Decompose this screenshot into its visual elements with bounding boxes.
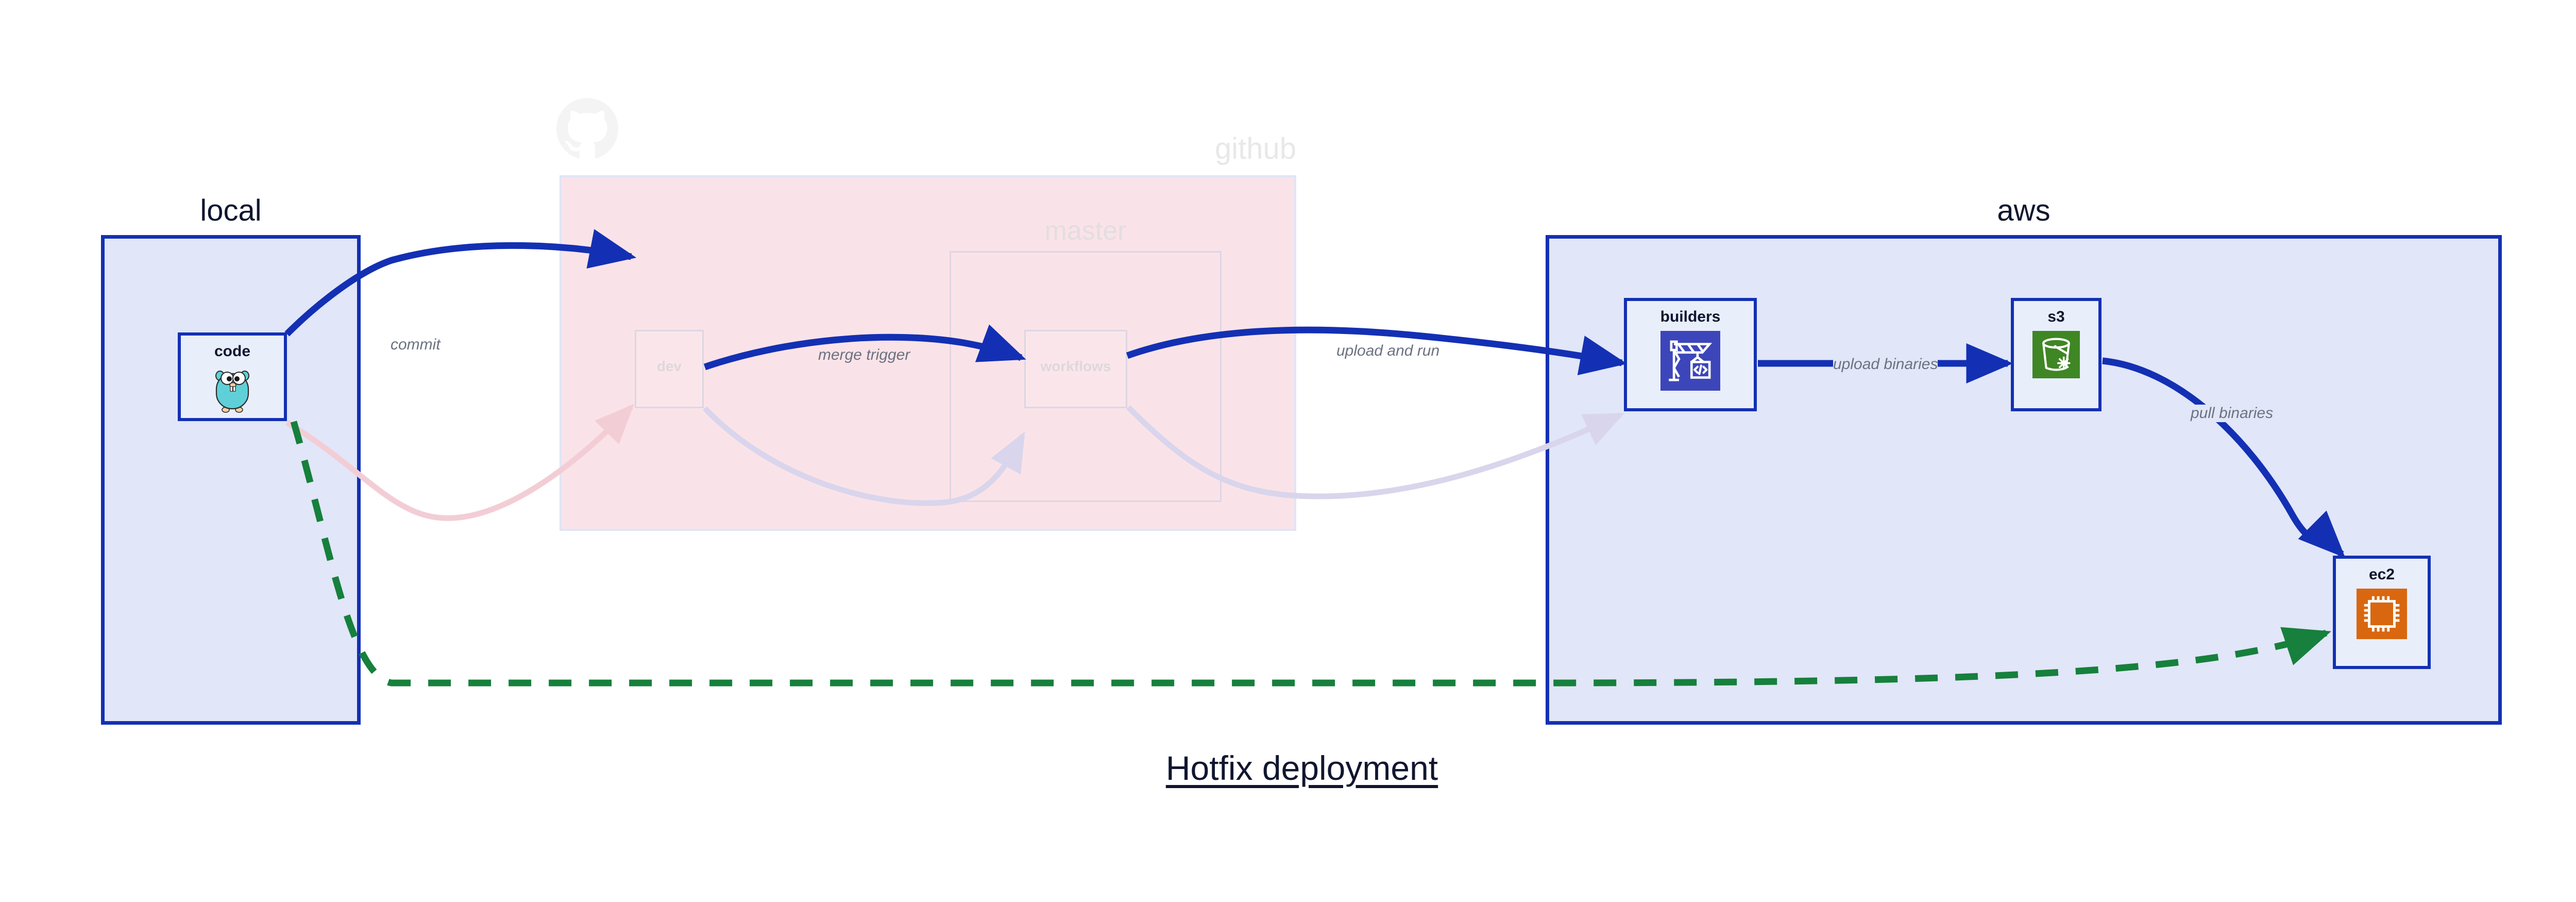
node-code-label: code [214,343,251,360]
cluster-master-label: master [1044,216,1127,246]
cluster-aws-label: aws [1997,194,2050,227]
node-dev[interactable]: dev [635,330,704,408]
aws-codebuild-icon [1660,331,1720,393]
github-octocat-icon [556,98,618,160]
edge-label-merge-trigger: merge trigger [818,346,910,364]
node-ec2[interactable]: ec2 [2333,556,2431,669]
edge-label-pull-binaries: pull binaries [2191,405,2274,422]
node-s3[interactable]: s3 [2011,298,2102,411]
node-ec2-label: ec2 [2368,566,2395,583]
node-dev-label: dev [656,358,682,374]
node-workflows[interactable]: workflows [1024,330,1127,408]
edge-label-commit: commit [391,336,440,354]
diagram-title: Hotfix deployment [1165,749,1438,787]
node-code[interactable]: code [178,332,287,421]
aws-s3-bucket-icon [2032,331,2080,381]
cluster-local [101,235,361,725]
cluster-local-label: local [200,194,262,227]
node-builders[interactable]: builders [1624,298,1757,411]
node-builders-label: builders [1660,308,1721,325]
edge-label-upload-binaries: upload binaries [1833,356,1938,373]
edge-label-upload-and-run: upload and run [1336,342,1440,360]
go-gopher-icon [212,363,252,415]
node-s3-label: s3 [2047,308,2065,325]
cluster-github-label: github [1214,132,1296,165]
node-workflows-label: workflows [1040,358,1111,374]
aws-ec2-chip-icon [2357,589,2407,642]
